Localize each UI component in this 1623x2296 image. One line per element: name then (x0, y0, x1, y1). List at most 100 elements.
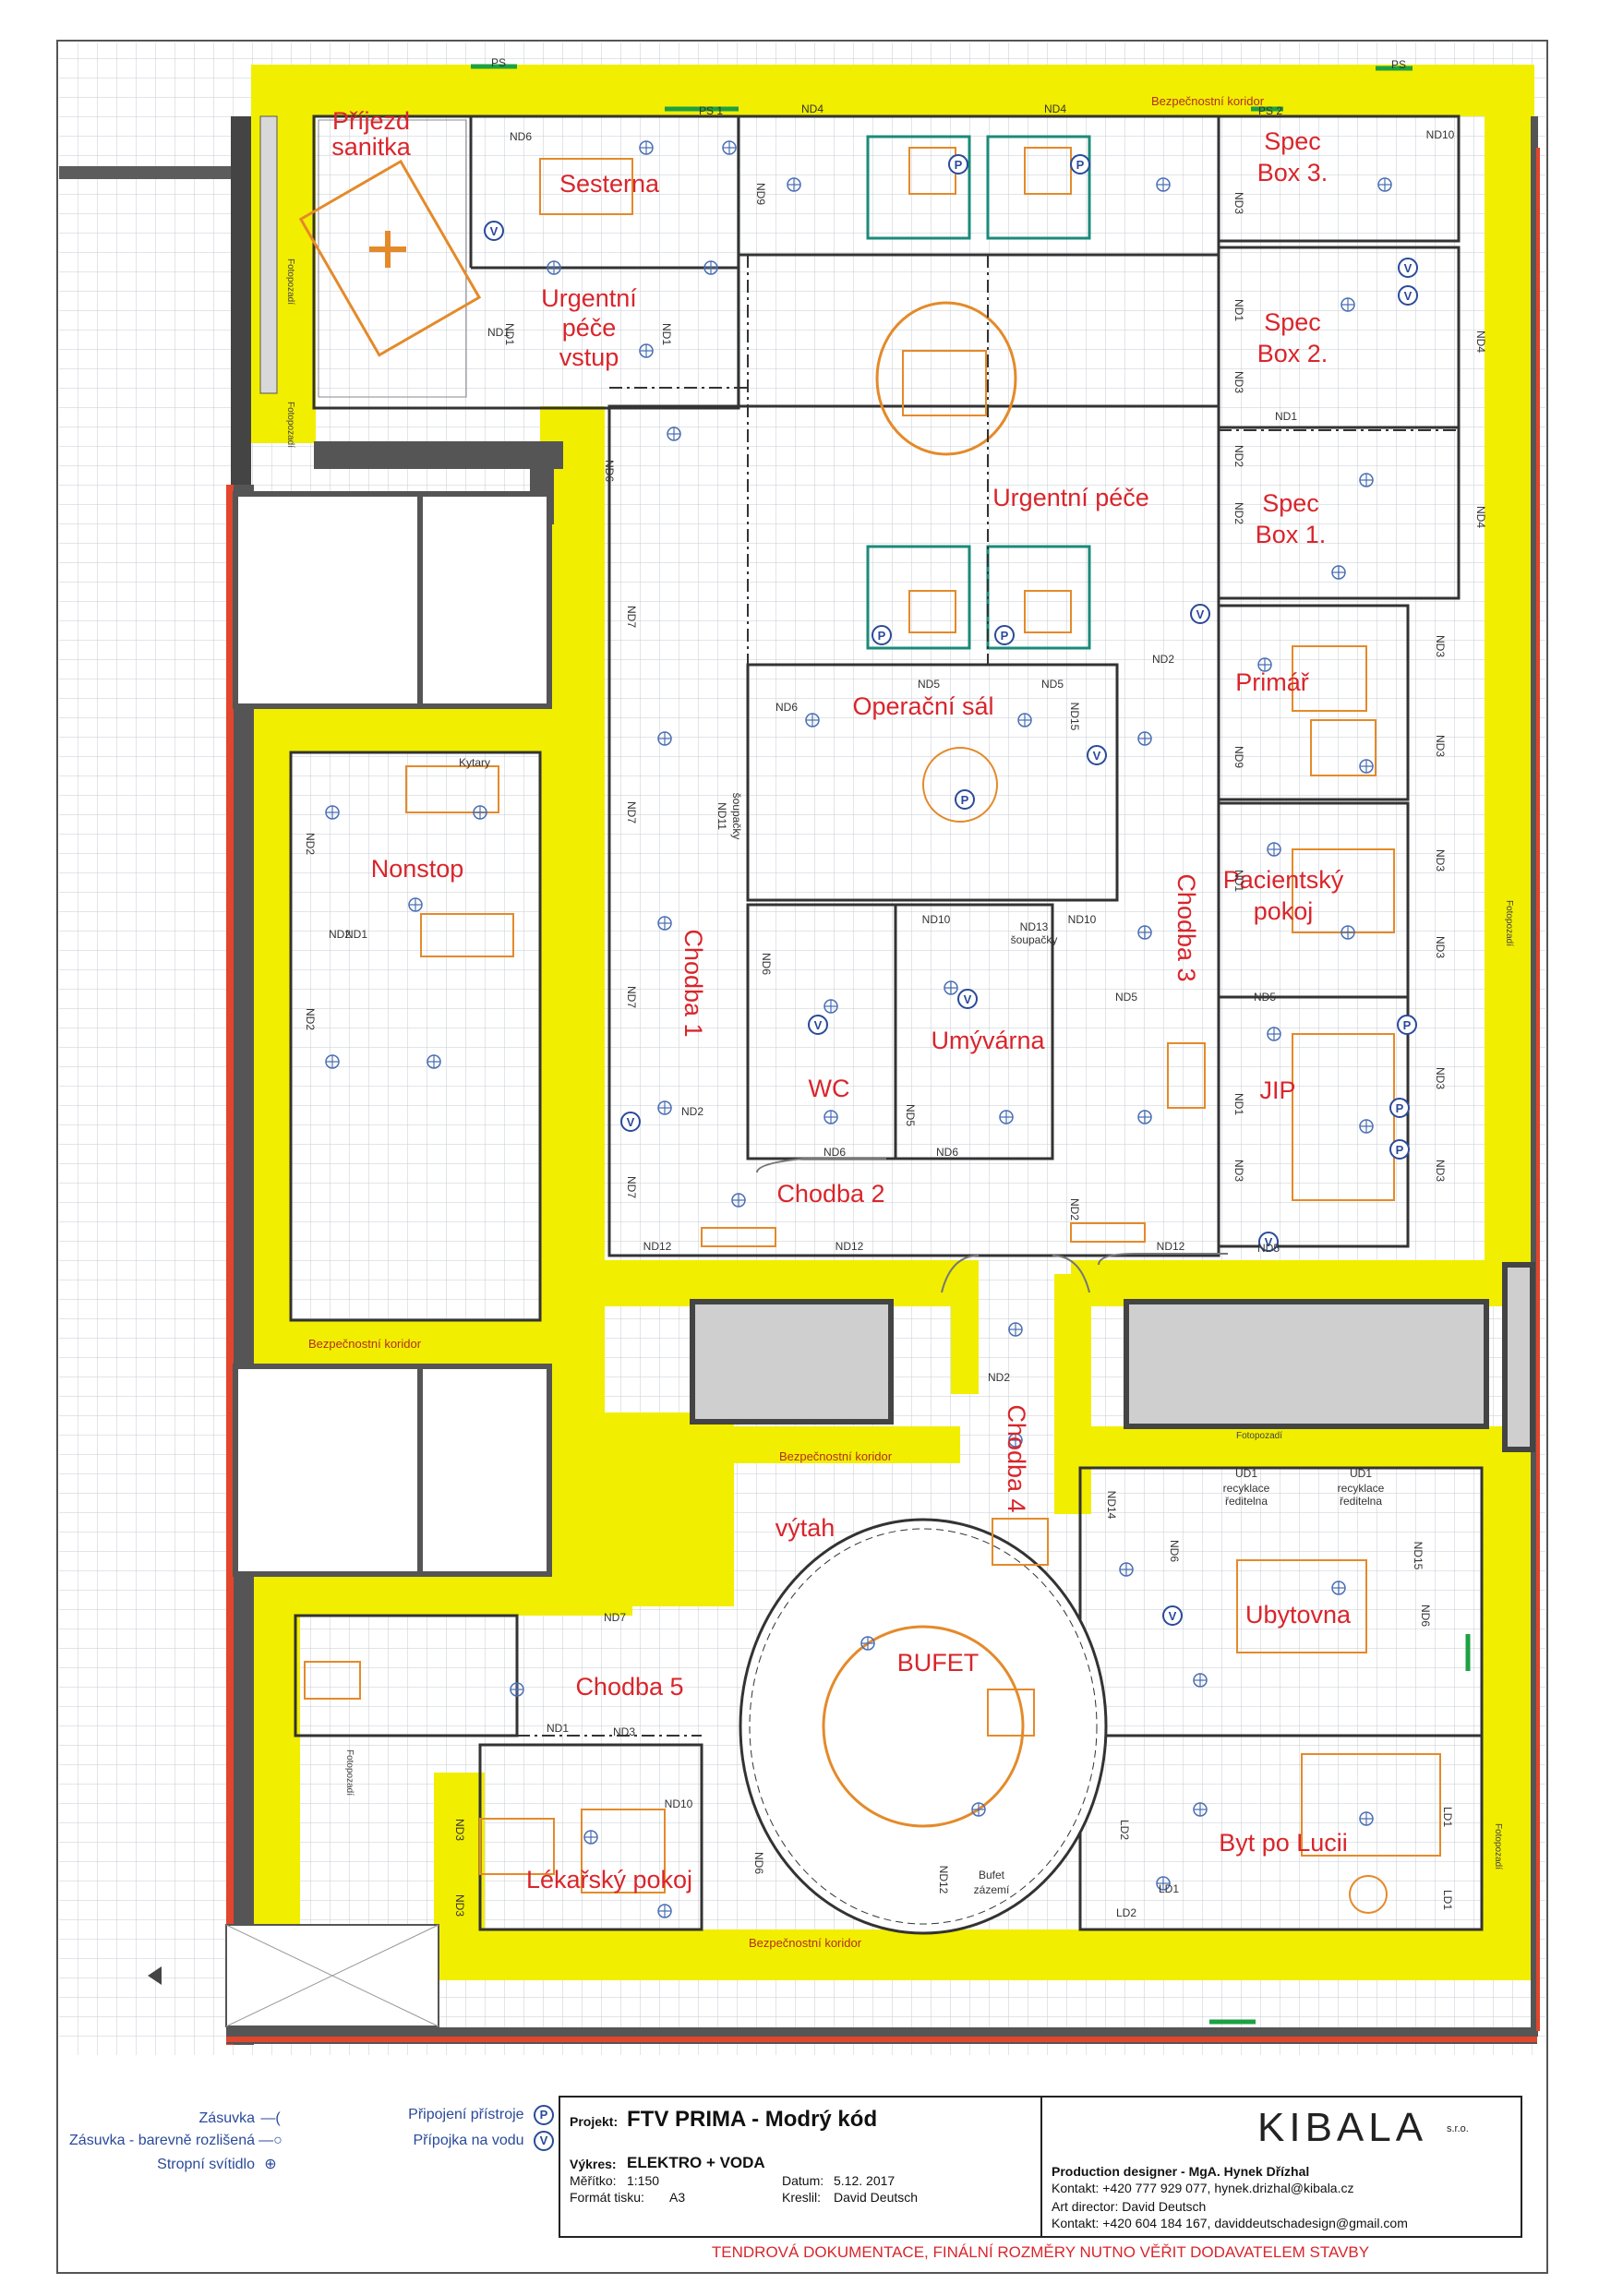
svg-text:V: V (1404, 261, 1413, 275)
door-code-vertical: LD2 (1118, 1820, 1131, 1840)
door-code-vertical: ND7 (625, 1176, 638, 1198)
door-code: zázemí (974, 1883, 1010, 1896)
photo-backdrop-label: Fotopozadí (285, 258, 295, 305)
legend-socket-color-label: Zásuvka - barevně rozlišená (69, 2133, 255, 2148)
door-code: UD1 (1350, 1467, 1372, 1480)
door-code: ND10 (922, 913, 951, 926)
door-code-vertical: LD1 (1441, 1890, 1454, 1910)
date-label: Datum: (782, 2173, 824, 2188)
water-connection-icon: V (1258, 1232, 1279, 1252)
project-label: Projekt: (570, 2114, 619, 2129)
door-code: ND5 (1115, 991, 1137, 1004)
door-code: ND1 (487, 326, 510, 339)
ceiling-light-icon (1377, 177, 1392, 192)
ceiling-light-icon (1340, 925, 1355, 940)
door-code-vertical: ND2 (1232, 445, 1245, 467)
door-code-vertical: ND6 (603, 460, 616, 482)
title-block: Zásuvka—( Zásuvka - barevně rozlišená—○ … (55, 2079, 1569, 2273)
svg-text:V: V (627, 1115, 635, 1129)
svg-text:P: P (1076, 158, 1085, 172)
legend-device-label: Připojení přístroje (408, 2107, 524, 2122)
door-code: šoupačky (1011, 933, 1058, 946)
ceiling-light-icon (583, 1830, 598, 1845)
ceiling-light-icon (639, 140, 654, 155)
room-label: Chodba 2 (776, 1180, 884, 1208)
ceiling-light-icon (1193, 1673, 1208, 1688)
door-code-vertical: ND3 (1434, 1160, 1447, 1182)
colored-socket-icon: —○ (258, 2133, 283, 2148)
room-label-vertical: Chodba 3 (1172, 873, 1200, 981)
room-label: Nonstop (371, 855, 464, 883)
room-label: Spec (1262, 489, 1319, 517)
room-label: Lékařský pokoj (526, 1866, 692, 1893)
drawing-label: Výkres: (570, 2157, 617, 2171)
device-connection-icon: P (1070, 154, 1090, 174)
ambulance-bay (318, 119, 467, 398)
door-code: ND1 (345, 928, 367, 941)
door-code-vertical: ND1 (1232, 1093, 1245, 1115)
room-label: Box 3. (1257, 159, 1328, 186)
door-code: ND6 (824, 1146, 846, 1159)
scale-value: 1:150 (627, 2173, 660, 2188)
svg-text:V: V (814, 1018, 823, 1032)
tender-note: TENDROVÁ DOKUMENTACE, FINÁLNÍ ROZMĚRY NU… (711, 2243, 1370, 2261)
production-designer-contact: Kontakt: +420 777 929 077, hynek.drizhal… (1052, 2181, 1354, 2195)
water-connection-icon: V (620, 1112, 641, 1132)
room-label: Příjezd (332, 107, 410, 135)
svg-text:V: V (1404, 289, 1413, 303)
room-label: péče (562, 314, 617, 342)
kibala-logo: KIBALA (1257, 2105, 1428, 2150)
ceiling-light-icon (639, 343, 654, 358)
device-connection-icon: P (1389, 1139, 1410, 1160)
ceiling-light-icon (1331, 565, 1346, 580)
print-format-value: A3 (669, 2190, 686, 2205)
entrance-arrow-icon (148, 1966, 162, 1985)
ceiling-light-icon (971, 1802, 986, 1817)
water-connection-icon: V (1162, 1605, 1183, 1626)
door-code-vertical: ND3 (1434, 849, 1447, 872)
art-director-contact: Kontakt: +420 604 184 167, daviddeutscha… (1052, 2216, 1408, 2230)
device-connection-icon: P (948, 154, 968, 174)
door-code: ND5 (1254, 991, 1276, 1004)
ceiling-light-icon (722, 140, 737, 155)
door-code: ND2 (988, 1371, 1010, 1384)
left-rooms (233, 491, 552, 1577)
svg-text:V: V (1169, 1609, 1177, 1623)
door-code-vertical: ND15 (1068, 703, 1081, 731)
door-code-vertical: ND2 (1232, 502, 1245, 524)
corridor-label: Bezpečnostní koridor (749, 1936, 862, 1950)
door-code-vertical: ND3 (1232, 1160, 1245, 1182)
door-code: PS (1391, 58, 1406, 71)
svg-text:P: P (955, 158, 963, 172)
device-connection-icon: P (534, 2105, 554, 2125)
room-label-vertical: Chodba 1 (679, 929, 707, 1037)
door-code: ředitelna (1225, 1495, 1268, 1508)
door-code: LD1 (1159, 1882, 1179, 1895)
water-connection-icon: V (484, 221, 504, 241)
ceiling-light-icon (473, 805, 487, 820)
room-label: Ubytovna (1245, 1601, 1352, 1629)
door-code: ND6 (510, 130, 532, 143)
door-code-vertical: ND3 (453, 1894, 466, 1917)
svg-text:P: P (961, 793, 969, 807)
ceiling-light-icon (657, 731, 672, 746)
ceiling-light-icon (427, 1054, 441, 1069)
door-code-vertical: ND9 (754, 183, 767, 205)
door-code-vertical: ND14 (1105, 1491, 1118, 1520)
door-code-vertical: ND5 (904, 1104, 917, 1126)
outer-wall-red (1536, 148, 1540, 2031)
outer-wall-right (1531, 116, 1538, 2037)
room-boundaries (756, 1158, 1228, 1293)
room-label: Spec (1264, 308, 1321, 336)
ambulance-cross-icon (369, 231, 406, 268)
room-label: vstup (559, 343, 619, 371)
room-label: Chodba 5 (575, 1673, 683, 1701)
door-code-vertical: ND1 (1232, 870, 1245, 892)
outer-wall (59, 166, 231, 179)
ceiling-light-icon (1267, 842, 1281, 857)
corridor-label: Bezpečnostní koridor (779, 1449, 893, 1463)
room-label: Byt po Lucii (1219, 1829, 1348, 1857)
